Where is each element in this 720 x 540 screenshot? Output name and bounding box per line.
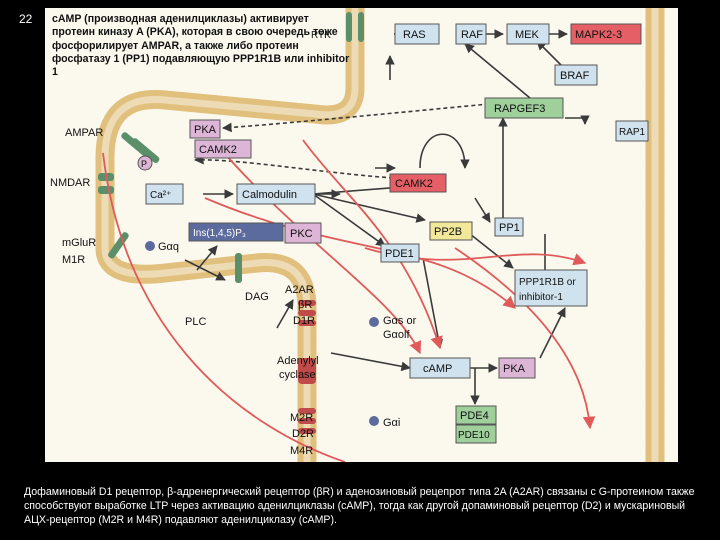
camk2-top-box bbox=[194, 139, 252, 159]
receptor-labels: AMPAR NMDAR mGluR M1R A2AR βR D1R M2R D2… bbox=[50, 127, 315, 457]
pde4-box bbox=[455, 405, 497, 425]
ppp1r1b-label-1: PPP1R1B or bbox=[519, 277, 576, 288]
annotation-arrows bbox=[102, 139, 596, 462]
pde10-label: PDE10 bbox=[458, 430, 490, 441]
ampar-channel-2 bbox=[131, 138, 160, 163]
ampar-label: AMPAR bbox=[65, 127, 103, 139]
pde1-label: PDE1 bbox=[385, 248, 414, 260]
node-boxes bbox=[145, 23, 649, 444]
gaq-label: Gαq bbox=[158, 241, 179, 253]
m4r-label: M4R bbox=[290, 445, 313, 457]
rtk-channel-2 bbox=[358, 12, 364, 42]
plc-label: PLC bbox=[185, 316, 206, 328]
pka-low-box bbox=[498, 357, 536, 379]
nmdar-channel-2 bbox=[98, 186, 114, 194]
pka-top-label: PKA bbox=[194, 124, 217, 136]
adenylyl-label-2: cyclase bbox=[279, 369, 316, 381]
top-description: cAMP (производная аденилциклазы) активир… bbox=[52, 13, 350, 79]
d1r-label: D1R bbox=[293, 315, 315, 327]
ins-box bbox=[188, 222, 284, 242]
gai-dot bbox=[369, 416, 379, 426]
signaling-pathway-diagram: RTK RAS RAF MEK MAPK2-3 BRAF RAPGEF3 RAP… bbox=[45, 8, 678, 462]
mapk-box bbox=[570, 23, 642, 45]
raf-box bbox=[455, 23, 487, 45]
rapgef3-label: RAPGEF3 bbox=[494, 103, 545, 115]
m2r-label: M2R bbox=[290, 412, 313, 424]
ppp1r1b-label-2: inhibitor-1 bbox=[519, 292, 563, 303]
gi-receptor-2 bbox=[298, 418, 316, 424]
rapgef3-box bbox=[484, 97, 564, 119]
gas-label-1: Gαs or bbox=[383, 315, 417, 327]
gi-receptor-1 bbox=[298, 408, 316, 414]
receptor-channels bbox=[98, 12, 364, 434]
dag-label: DAG bbox=[245, 291, 269, 303]
calmodulin-box bbox=[236, 183, 316, 205]
pka-top-box bbox=[189, 119, 221, 139]
adenylyl-label-1: Adenylyl bbox=[277, 355, 319, 367]
gas-dot bbox=[369, 317, 379, 327]
ppp1r1b-box bbox=[514, 269, 588, 307]
raf-label: RAF bbox=[461, 29, 483, 41]
camk2-top-label: CAMK2 bbox=[199, 144, 237, 156]
camk2-mid-box bbox=[389, 173, 447, 193]
gas-label-2: Gαolf bbox=[383, 329, 410, 341]
m1r-label: M1R bbox=[62, 254, 85, 266]
camk2-mid-label: CAMK2 bbox=[395, 178, 433, 190]
br-label: βR bbox=[298, 299, 312, 311]
gs-receptor-3 bbox=[298, 320, 316, 326]
camp-box bbox=[409, 357, 471, 379]
gs-receptor-1 bbox=[298, 300, 316, 306]
ras-label: RAS bbox=[403, 29, 426, 41]
ca-label: Ca²⁺ bbox=[150, 190, 171, 201]
gi-receptor-3 bbox=[298, 428, 316, 434]
mapk-label: MAPK2-3 bbox=[575, 29, 622, 41]
mglur-channel bbox=[108, 232, 129, 259]
adenylyl-cyclase-shape bbox=[298, 358, 316, 384]
pkc-box bbox=[284, 222, 322, 244]
rtk-label: RTK bbox=[311, 30, 331, 41]
ca-box bbox=[145, 183, 184, 205]
mglur-label: mGluR bbox=[62, 237, 96, 249]
mek-box bbox=[506, 23, 550, 45]
gaq-dot bbox=[145, 241, 155, 251]
d2r-label: D2R bbox=[292, 428, 314, 440]
pp2b-label: PP2B bbox=[434, 226, 462, 238]
bottom-description: Дофаминовый D1 рецептор, β-адренергическ… bbox=[24, 486, 695, 527]
rap1-box bbox=[615, 120, 649, 142]
pp1-box bbox=[494, 217, 524, 237]
a2ar-label: A2AR bbox=[285, 284, 314, 296]
nmdar-label: NMDAR bbox=[50, 177, 90, 189]
mek-label: MEK bbox=[515, 29, 540, 41]
braf-box bbox=[554, 64, 598, 86]
cell-membrane bbox=[95, 8, 665, 462]
pkc-label: PKC bbox=[290, 228, 313, 240]
ras-box bbox=[394, 23, 440, 45]
node-labels: RTK RAS RAF MEK MAPK2-3 BRAF RAPGEF3 RAP… bbox=[141, 29, 646, 441]
pp2b-box bbox=[429, 221, 473, 241]
pde10-box bbox=[455, 424, 497, 444]
pka-low-label: PKA bbox=[503, 363, 526, 375]
camp-label: cAMP bbox=[423, 363, 452, 375]
calmodulin-label: Calmodulin bbox=[242, 189, 297, 201]
pde4-label: PDE4 bbox=[460, 410, 489, 422]
braf-label: BRAF bbox=[560, 70, 590, 82]
pp1-label: PP1 bbox=[499, 222, 520, 234]
p-circle bbox=[137, 155, 153, 171]
gai-label: Gαi bbox=[383, 417, 400, 429]
ins-label: Ins(1,4,5)P₃ bbox=[193, 228, 246, 239]
pde1-box bbox=[380, 243, 420, 263]
rap1-label: RAP1 bbox=[619, 127, 646, 138]
slide-number: 22 bbox=[19, 12, 33, 26]
gs-receptor-2 bbox=[298, 310, 316, 316]
dag-channel bbox=[235, 253, 242, 283]
rtk-channel bbox=[346, 12, 352, 42]
p-label: P bbox=[141, 159, 147, 169]
